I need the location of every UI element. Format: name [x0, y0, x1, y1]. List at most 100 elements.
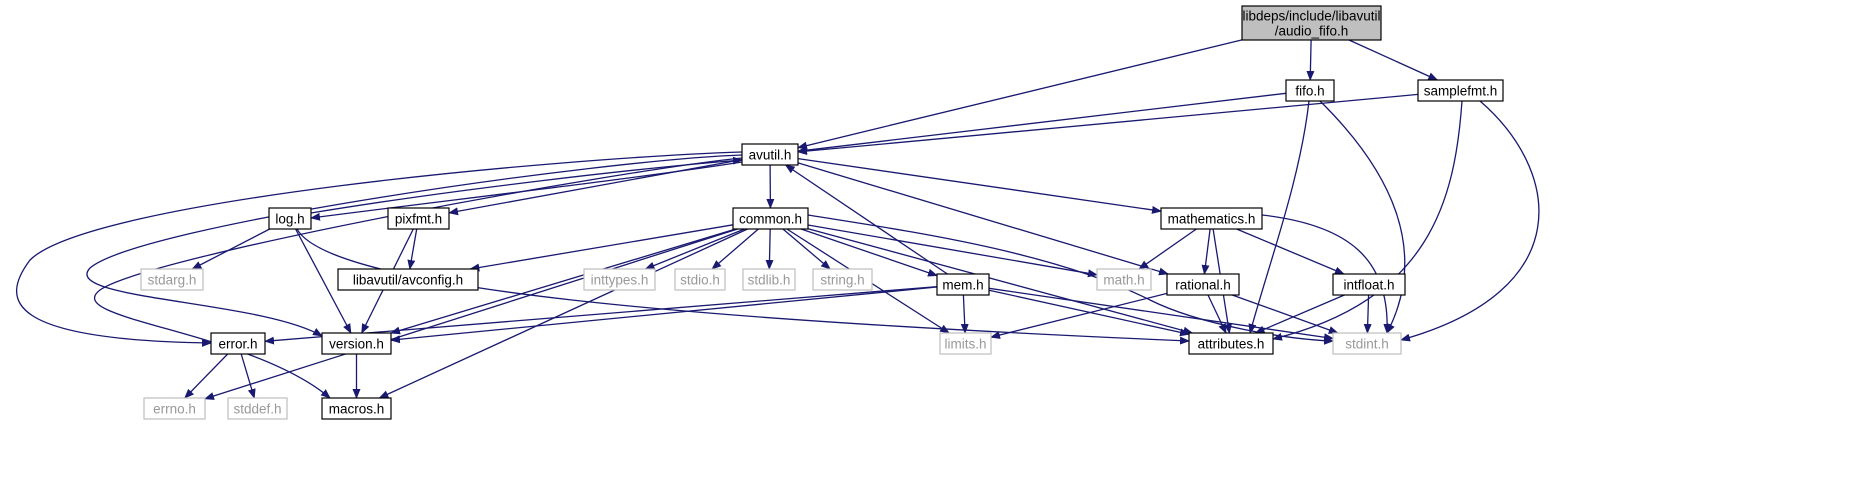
node-pixfmt[interactable]: pixfmt.h	[387, 207, 450, 230]
node-label-audio_fifo: libdeps/include/libavutil	[1242, 9, 1380, 24]
node-label-stdio: stdio.h	[680, 273, 720, 288]
node-string: string.h	[812, 268, 873, 291]
node-rational[interactable]: rational.h	[1166, 273, 1240, 296]
node-limits: limits.h	[939, 332, 992, 355]
node-box-audio_fifo	[1241, 5, 1382, 41]
edge-fifo-to-attributes	[1248, 100, 1310, 334]
node-box-inttypes	[583, 268, 656, 291]
nodes-layer: libdeps/include/libavutil/audio_fifo.hfi…	[140, 5, 1504, 420]
edge-mathematics-to-rational	[1201, 228, 1211, 275]
node-box-samplefmt	[1417, 79, 1504, 102]
node-log[interactable]: log.h	[268, 207, 312, 230]
node-label-mathematics: mathematics.h	[1168, 212, 1256, 227]
node-label-stdlib: stdlib.h	[748, 273, 791, 288]
edge-common-to-inttypes	[644, 228, 745, 270]
edge-mem-to-limits	[960, 294, 969, 334]
node-label-error: error.h	[218, 337, 257, 352]
node-label-stdint: stdint.h	[1345, 337, 1389, 352]
node-mem[interactable]: mem.h	[936, 273, 990, 296]
edge-fifo-to-avutil	[797, 92, 1287, 155]
node-common[interactable]: common.h	[732, 207, 809, 230]
node-label-common: common.h	[739, 212, 802, 227]
edge-common-to-math	[807, 224, 1098, 278]
node-stdlib: stdlib.h	[742, 268, 796, 291]
node-stddef: stddef.h	[227, 397, 288, 420]
edge-avutil-to-version	[86, 154, 743, 337]
node-label-avutil: avutil.h	[749, 148, 792, 163]
edge-log-to-avutil	[310, 156, 743, 214]
edge-common-to-version	[390, 228, 736, 335]
node-samplefmt[interactable]: samplefmt.h	[1417, 79, 1504, 102]
node-box-string	[812, 268, 873, 291]
edge-common-to-macros	[378, 228, 748, 399]
node-label-version: version.h	[329, 337, 384, 352]
node-box-attributes	[1188, 332, 1274, 355]
node-box-stdarg	[140, 268, 204, 291]
node-box-fifo	[1285, 79, 1335, 102]
edge-pixfmt-to-avconfig	[407, 228, 418, 270]
node-stdio: stdio.h	[674, 268, 726, 291]
node-error[interactable]: error.h	[210, 332, 266, 355]
node-math: math.h	[1096, 268, 1152, 291]
node-label-fifo: fifo.h	[1295, 84, 1324, 99]
node-errno: errno.h	[143, 397, 206, 420]
node-label-log: log.h	[275, 212, 304, 227]
node-mathematics[interactable]: mathematics.h	[1160, 207, 1263, 230]
node-avconfig[interactable]: libavutil/avconfig.h	[337, 268, 479, 291]
edge-avutil-to-log	[310, 161, 743, 221]
node-box-math	[1096, 268, 1152, 291]
edge-error-to-stddef	[240, 353, 256, 399]
node-avutil[interactable]: avutil.h	[741, 143, 799, 166]
node-box-common	[732, 207, 809, 230]
node-box-intfloat	[1332, 273, 1406, 296]
edge-avutil-to-rational	[797, 162, 1169, 276]
edge-common-to-stdio	[711, 228, 759, 270]
node-box-macros	[321, 397, 392, 420]
edge-log-to-stdarg	[191, 228, 270, 270]
node-box-mathematics	[1160, 207, 1263, 230]
node-label-macros: macros.h	[329, 402, 385, 417]
edge-rational-to-limits	[990, 292, 1168, 339]
edge-samplefmt-to-attributes	[1272, 100, 1463, 341]
node-box-rational	[1166, 273, 1240, 296]
edge-audio_fifo-to-avutil	[797, 39, 1243, 150]
node-label-attributes: attributes.h	[1198, 337, 1265, 352]
edge-samplefmt-to-avutil	[797, 93, 1419, 156]
node-fifo[interactable]: fifo.h	[1285, 79, 1335, 102]
edge-intfloat-to-attributes	[1254, 294, 1345, 334]
node-macros[interactable]: macros.h	[321, 397, 392, 420]
node-box-stdio	[674, 268, 726, 291]
node-attributes[interactable]: attributes.h	[1188, 332, 1274, 355]
node-audio_fifo[interactable]: libdeps/include/libavutil/audio_fifo.h	[1241, 5, 1382, 41]
node-label-inttypes: inttypes.h	[591, 273, 649, 288]
edge-mem-to-avutil	[784, 164, 948, 275]
node-box-version	[321, 332, 392, 355]
node-label-audio_fifo: /audio_fifo.h	[1275, 24, 1349, 39]
node-label-mem: mem.h	[942, 278, 983, 293]
node-box-avutil	[741, 143, 799, 166]
node-box-error	[210, 332, 266, 355]
node-box-mem	[936, 273, 990, 296]
node-version[interactable]: version.h	[321, 332, 392, 355]
edge-avutil-to-pixfmt	[448, 158, 743, 216]
node-box-stdint	[1332, 332, 1402, 355]
edge-avutil-to-mathematics	[797, 157, 1162, 214]
node-box-log	[268, 207, 312, 230]
node-label-string: string.h	[820, 273, 864, 288]
edge-mathematics-to-math	[1138, 228, 1197, 270]
edge-mathematics-to-intfloat	[1236, 228, 1345, 275]
node-label-samplefmt: samplefmt.h	[1424, 84, 1498, 99]
node-box-limits	[939, 332, 992, 355]
edge-audio_fifo-to-fifo	[1306, 39, 1315, 81]
node-stdarg: stdarg.h	[140, 268, 204, 291]
edge-rational-to-stdint	[1231, 294, 1339, 334]
edge-common-to-stdlib	[765, 228, 774, 270]
node-label-math: math.h	[1103, 273, 1144, 288]
edge-samplefmt-to-stdint	[1400, 100, 1540, 342]
node-intfloat[interactable]: intfloat.h	[1332, 273, 1406, 296]
edge-common-to-avconfig	[469, 224, 734, 272]
node-label-rational: rational.h	[1175, 278, 1231, 293]
node-box-stdlib	[742, 268, 796, 291]
edge-rational-to-attributes	[1207, 294, 1227, 334]
